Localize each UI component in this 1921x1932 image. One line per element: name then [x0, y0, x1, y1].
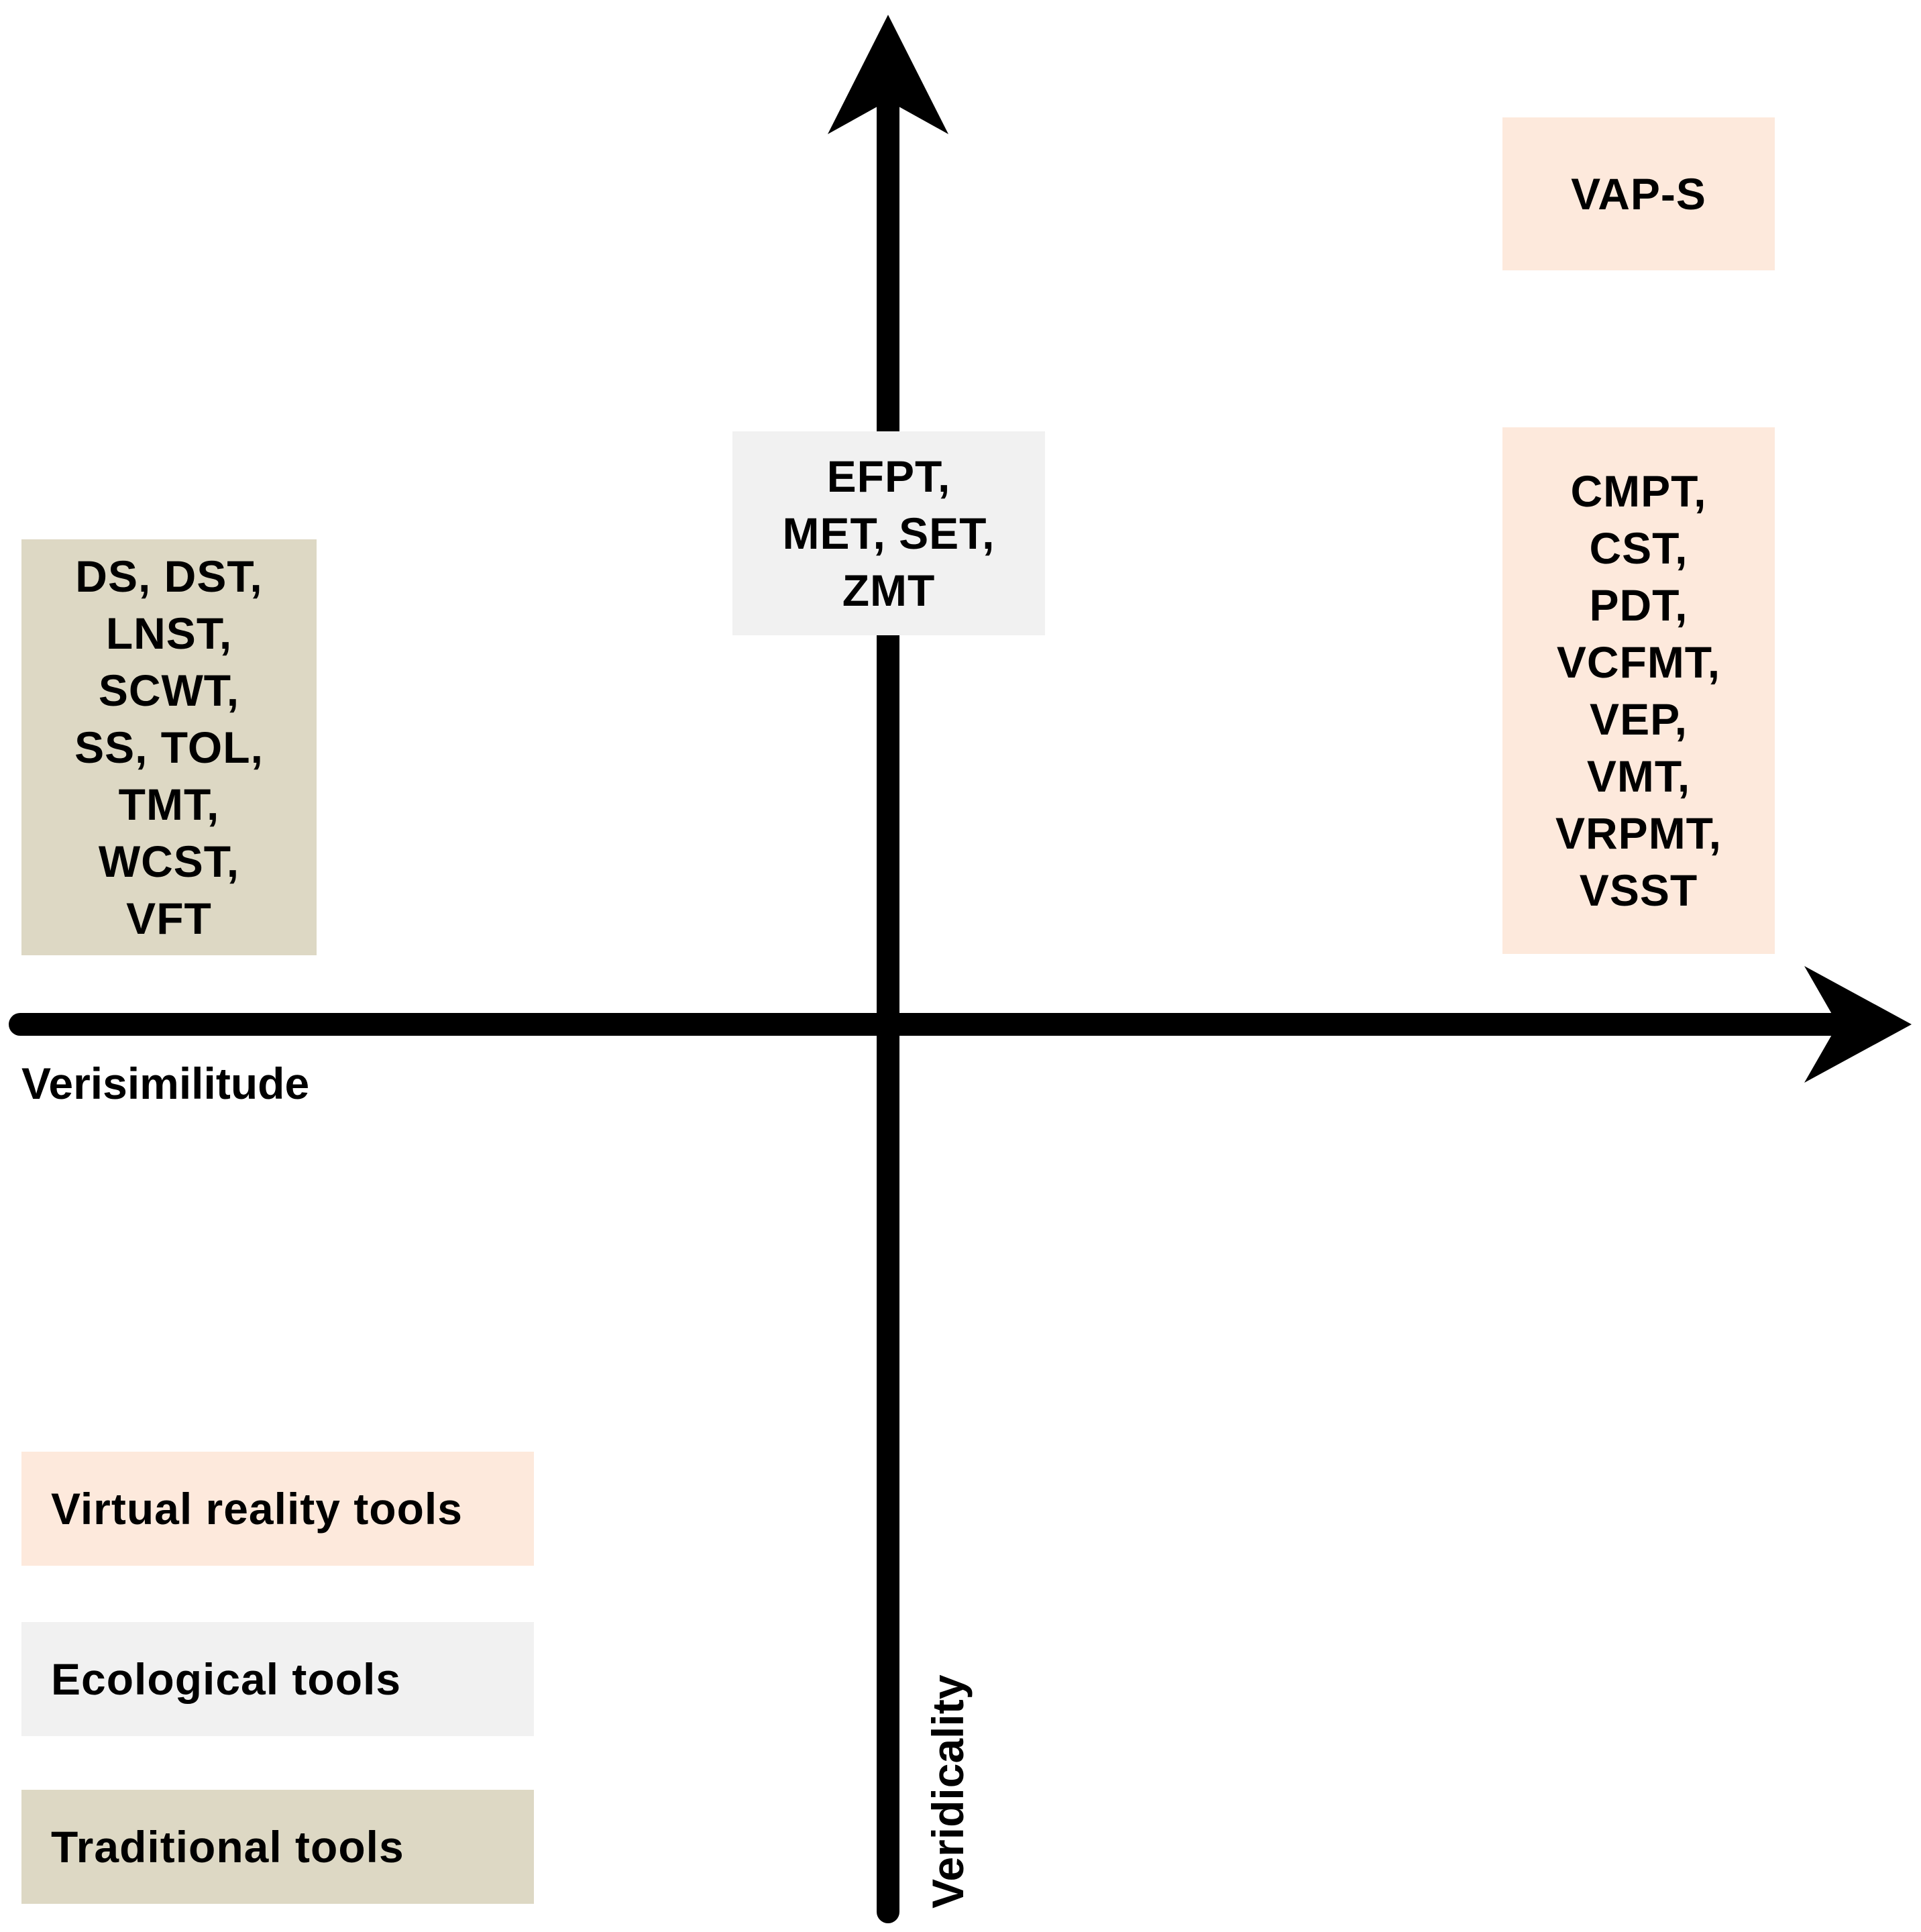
- tool-label: ZMT: [842, 565, 936, 615]
- x-axis-arrowhead: [1804, 966, 1912, 1083]
- legend-label: Traditional tools: [51, 1822, 404, 1872]
- tool-label: VMT,: [1586, 751, 1691, 801]
- tool-label: VSST: [1579, 865, 1698, 915]
- legend-vr-tools: Virtual reality tools: [21, 1452, 534, 1566]
- y-axis-arrowhead: [828, 15, 948, 134]
- tool-label: VRPMT,: [1555, 808, 1722, 858]
- tool-label: SS, TOL,: [74, 722, 264, 772]
- traditional-tools-box: DS, DST, LNST, SCWT, SS, TOL, TMT, WCST,…: [21, 539, 317, 955]
- legend-label: Virtual reality tools: [51, 1484, 463, 1534]
- tool-label: MET, SET,: [782, 508, 995, 558]
- y-axis-label: Veridicality: [923, 1674, 973, 1909]
- legend-traditional-tools: Traditional tools: [21, 1790, 534, 1904]
- tool-label: VEP,: [1590, 694, 1688, 744]
- tool-label: CMPT,: [1570, 466, 1707, 516]
- tool-label: LNST,: [105, 608, 233, 658]
- tool-label: PDT,: [1589, 580, 1688, 630]
- tool-label: VCFMT,: [1556, 637, 1721, 687]
- x-axis-label: Verisimilitude: [21, 1059, 310, 1108]
- tool-label: WCST,: [98, 836, 240, 886]
- tool-label: DS, DST,: [75, 551, 263, 601]
- tool-label: CST,: [1589, 523, 1688, 573]
- tool-label: TMT,: [118, 779, 220, 829]
- vr-tools-top-box: VAP-S: [1502, 117, 1775, 270]
- legend-ecological-tools: Ecological tools: [21, 1622, 534, 1736]
- tool-label: VAP-S: [1571, 168, 1706, 219]
- tool-label: VFT: [126, 893, 212, 943]
- tool-label: SCWT,: [98, 665, 240, 715]
- vr-tools-box: CMPT, CST, PDT, VCFMT, VEP, VMT, VRPMT, …: [1502, 427, 1775, 954]
- ecological-tools-box: EFPT, MET, SET, ZMT: [732, 431, 1045, 635]
- tool-label: EFPT,: [826, 451, 951, 501]
- legend-label: Ecological tools: [51, 1654, 402, 1704]
